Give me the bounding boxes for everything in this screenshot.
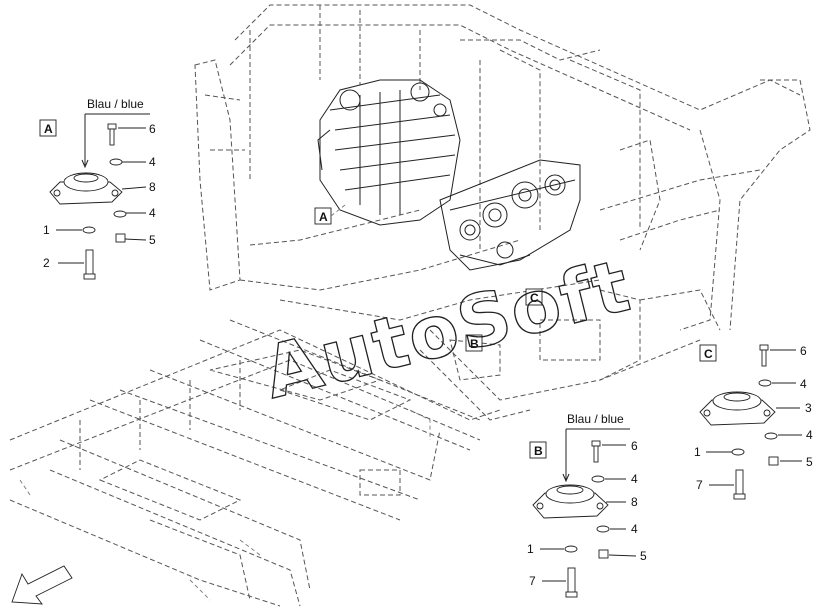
detail-a: A Blau / blue 6 4 8	[39, 97, 156, 280]
item-number: 4	[631, 522, 638, 536]
svg-text:B: B	[470, 337, 479, 351]
chassis-frame	[9, 4, 811, 607]
item-number: 1	[43, 223, 50, 237]
item-number: 4	[800, 377, 807, 391]
item-number: 2	[43, 256, 50, 270]
detail-c: C 6 4 3 4 5 1 7	[694, 344, 813, 500]
direction-arrow-icon	[11, 565, 73, 605]
item-number: 6	[149, 122, 156, 136]
item-number: 6	[631, 439, 638, 453]
item-number: 5	[640, 549, 647, 563]
svg-text:C: C	[530, 291, 539, 305]
item-number: 1	[694, 445, 701, 459]
engine-assembly	[317, 79, 581, 271]
item-number: 4	[149, 155, 156, 169]
svg-text:Blau / blue: Blau / blue	[567, 412, 624, 426]
item-number: 8	[149, 180, 156, 194]
callout-b-main: B	[465, 334, 483, 352]
item-number: 4	[631, 472, 638, 486]
item-number: 8	[631, 495, 638, 509]
callout-c-main: C	[525, 288, 543, 306]
item-number: 1	[527, 542, 534, 556]
svg-text:C: C	[704, 347, 713, 361]
item-number: 5	[149, 233, 156, 247]
item-number: 6	[800, 344, 807, 358]
item-number: 5	[806, 455, 813, 469]
item-number: 3	[805, 401, 812, 415]
svg-text:B: B	[534, 444, 543, 458]
detail-b: B Blau / blue 6 4 8 4	[527, 412, 647, 598]
watermark-logo: AutoSoft	[256, 243, 639, 415]
item-number: 7	[529, 574, 536, 588]
callout-a-main: A	[314, 204, 346, 225]
svg-text:A: A	[319, 210, 328, 224]
item-number: 4	[149, 206, 156, 220]
svg-text:Blau / blue: Blau / blue	[87, 97, 144, 111]
item-number: 4	[806, 428, 813, 442]
item-number: 7	[696, 478, 703, 492]
svg-text:A: A	[44, 122, 53, 136]
